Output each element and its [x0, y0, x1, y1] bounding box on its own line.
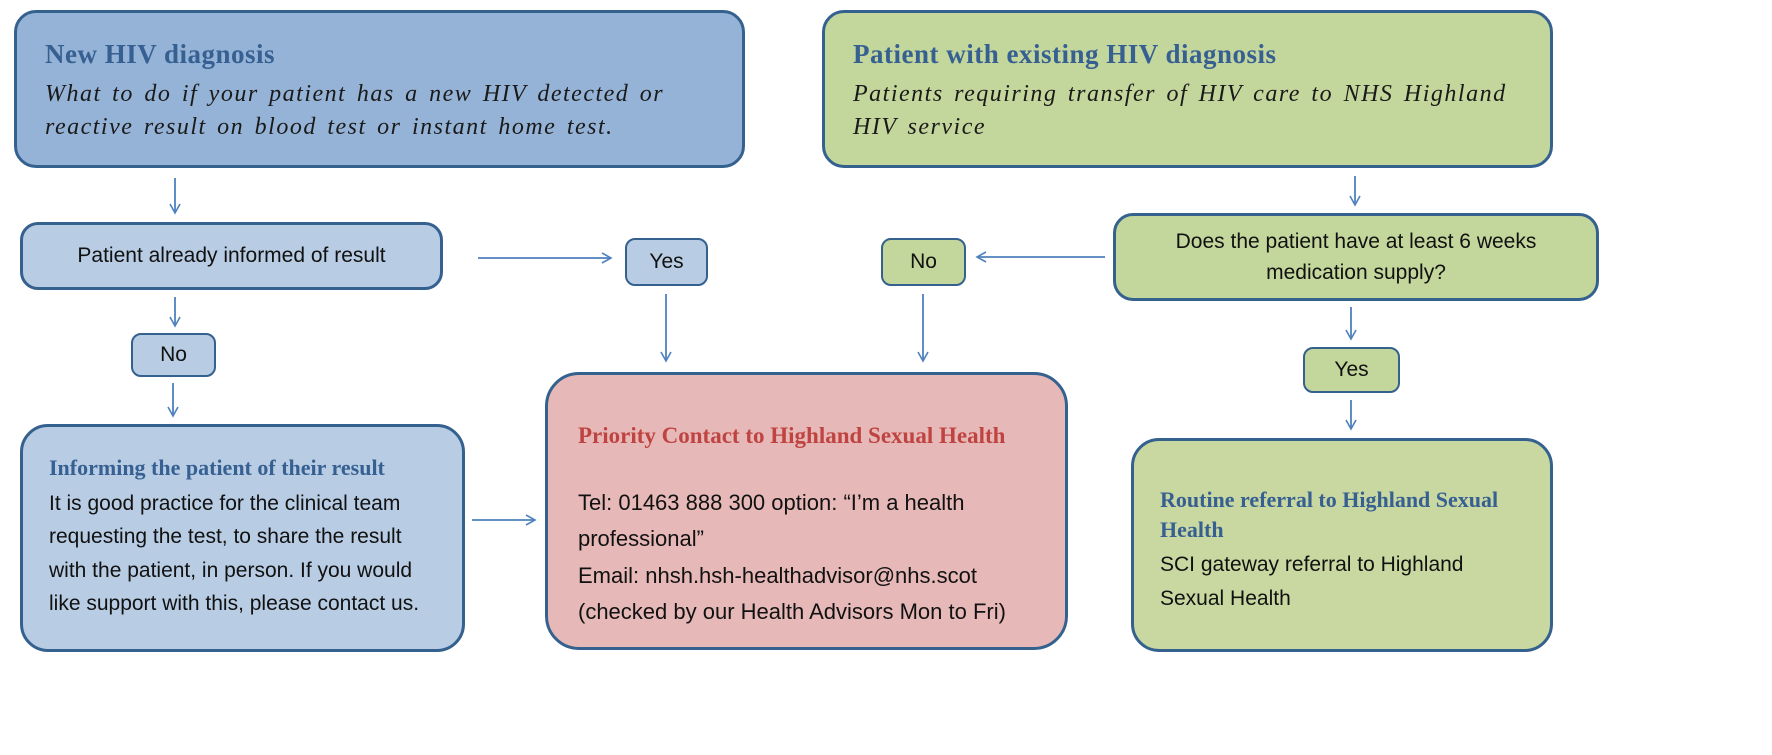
medication-supply-box: Does the patient have at least 6 weeks m… [1113, 213, 1599, 301]
priority-contact-tel: Tel: 01463 888 300 option: “I’m a health… [578, 490, 965, 552]
no-left-label: No [160, 343, 187, 366]
yes-left-box: Yes [625, 238, 708, 286]
priority-contact-box: Priority Contact to Highland Sexual Heal… [545, 372, 1068, 650]
yes-right-box: Yes [1303, 347, 1400, 393]
priority-contact-email: Email: nhsh.hsh-healthadvisor@nhs.scot (… [578, 562, 1006, 624]
routine-referral-box: Routine referral to Highland Sexual Heal… [1131, 438, 1553, 652]
no-mid-label: No [910, 250, 937, 273]
new-diagnosis-body: What to do if your patient has a new HIV… [45, 81, 665, 141]
patient-informed-box: Patient already informed of result [20, 222, 443, 290]
medication-supply-label: Does the patient have at least 6 weeks m… [1175, 229, 1537, 285]
informing-patient-box: Informing the patient of their result It… [20, 424, 465, 652]
informing-patient-title: Informing the patient of their result [49, 455, 385, 480]
patient-informed-label: Patient already informed of result [77, 244, 386, 267]
routine-referral-body: SCI gateway referral to Highland Sexual … [1160, 553, 1464, 610]
new-diagnosis-box: New HIV diagnosis What to do if your pat… [14, 10, 745, 168]
existing-diagnosis-box: Patient with existing HIV diagnosis Pati… [822, 10, 1553, 168]
informing-patient-body: It is good practice for the clinical tea… [49, 491, 420, 616]
no-mid-box: No [881, 238, 966, 286]
existing-diagnosis-body: Patients requiring transfer of HIV care … [853, 81, 1507, 141]
existing-diagnosis-title: Patient with existing HIV diagnosis [853, 39, 1277, 69]
yes-left-label: Yes [649, 250, 684, 273]
new-diagnosis-title: New HIV diagnosis [45, 39, 276, 69]
no-left-box: No [131, 333, 216, 377]
routine-referral-title: Routine referral to Highland Sexual Heal… [1160, 487, 1499, 542]
yes-right-label: Yes [1334, 358, 1369, 381]
priority-contact-title: Priority Contact to Highland Sexual Heal… [578, 423, 1006, 448]
